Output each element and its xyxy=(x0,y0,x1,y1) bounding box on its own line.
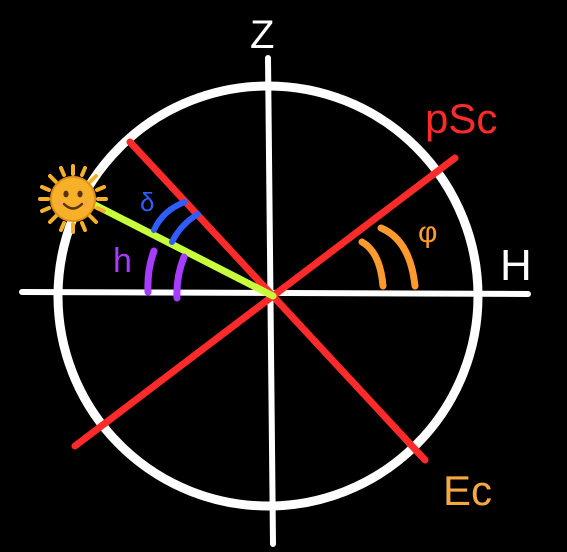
delta-arc-1 xyxy=(151,199,188,233)
pole-axis-line xyxy=(71,154,459,450)
sun-icon xyxy=(38,164,108,234)
h-angle-arcs xyxy=(144,247,188,302)
sun-ray xyxy=(91,201,277,300)
horizon-label: H xyxy=(500,241,532,290)
phi-angle-arcs xyxy=(358,224,419,290)
celestial-equator-line xyxy=(126,138,429,464)
celestial-equator-label: Ec xyxy=(443,467,492,514)
h-label: h xyxy=(113,242,132,280)
delta-label: δ xyxy=(140,187,154,217)
h-arc-2 xyxy=(173,253,188,302)
celestial-pole-label: pSc xyxy=(425,95,497,142)
h-arc-1 xyxy=(144,247,158,296)
phi-label: φ xyxy=(418,216,437,249)
phi-arc-2 xyxy=(377,224,419,290)
delta-arc-2 xyxy=(169,211,201,245)
zenith-label: Z xyxy=(250,13,274,57)
phi-arc-1 xyxy=(358,238,387,290)
delta-angle-arcs xyxy=(151,199,201,245)
